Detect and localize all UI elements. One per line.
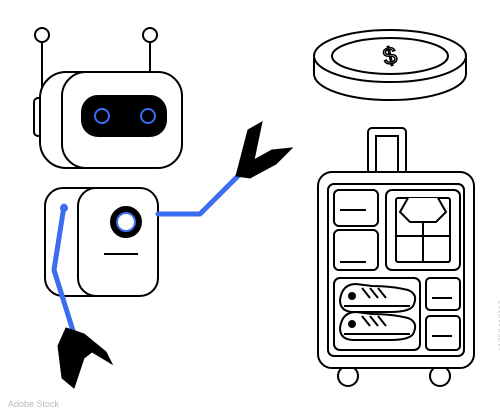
robot-claw-right-icon	[235, 121, 294, 179]
robot-arm-right	[155, 121, 294, 217]
robot-left-eye	[94, 108, 110, 124]
shoe-icon	[338, 282, 417, 341]
watermark-brand: Adobe Stock	[8, 399, 60, 409]
robot-right-eye	[140, 108, 156, 124]
coin-dollar-sign: $	[381, 42, 400, 71]
robot-arm-left	[51, 203, 114, 389]
robot-claw-left-icon	[57, 327, 114, 389]
watermark-bar: Adobe Stock	[0, 393, 500, 415]
shirt-icon	[395, 197, 451, 263]
robot-head-icon	[33, 27, 183, 169]
coin-dollar-icon	[313, 29, 467, 101]
robot-body-icon	[44, 187, 159, 297]
shoe-box	[333, 277, 461, 351]
